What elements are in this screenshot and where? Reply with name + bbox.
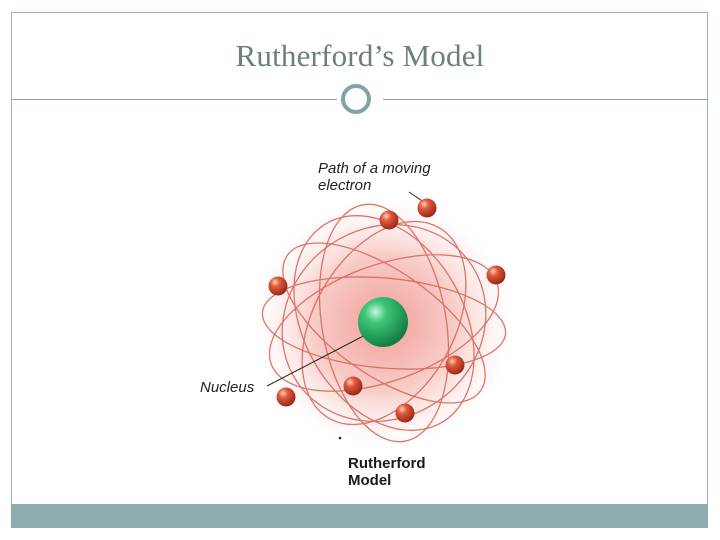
electron <box>486 265 506 285</box>
rutherford-diagram: Path of a moving electron Nucleus Ruther… <box>197 150 519 506</box>
slide-title: Rutherford’s Model <box>235 38 485 73</box>
title-divider-right <box>383 99 708 100</box>
electron <box>379 210 399 230</box>
caption-marker-dot <box>338 436 342 440</box>
diagram-caption: Rutherford Model <box>348 455 426 489</box>
nucleus-label-leader <box>266 329 376 387</box>
circle-ornament-icon <box>341 84 371 114</box>
orbit-path <box>261 276 507 370</box>
orbit-path <box>282 242 486 404</box>
electron <box>417 198 437 218</box>
path-label-line2: electron <box>318 177 372 194</box>
orbit-path <box>301 220 467 426</box>
electrons <box>268 198 506 423</box>
orbit-path <box>318 203 450 443</box>
electron-orbits <box>261 203 507 443</box>
electron <box>395 403 415 423</box>
path-label-line1: Path of a moving <box>318 160 431 177</box>
electron <box>268 276 288 296</box>
atom-illustration <box>254 191 514 448</box>
footer-bar <box>11 504 708 528</box>
orbit-path <box>281 223 487 423</box>
electron <box>276 387 296 407</box>
title-divider-left <box>11 99 337 100</box>
nucleus <box>358 297 408 347</box>
orbit-path <box>293 215 475 431</box>
electron <box>445 355 465 375</box>
electron <box>343 376 363 396</box>
caption-line1: Rutherford <box>348 455 426 472</box>
nucleus-label: Nucleus <box>200 379 255 396</box>
path-of-electron-label: Path of a moving electron <box>318 160 458 194</box>
caption-line2: Model <box>348 472 392 489</box>
